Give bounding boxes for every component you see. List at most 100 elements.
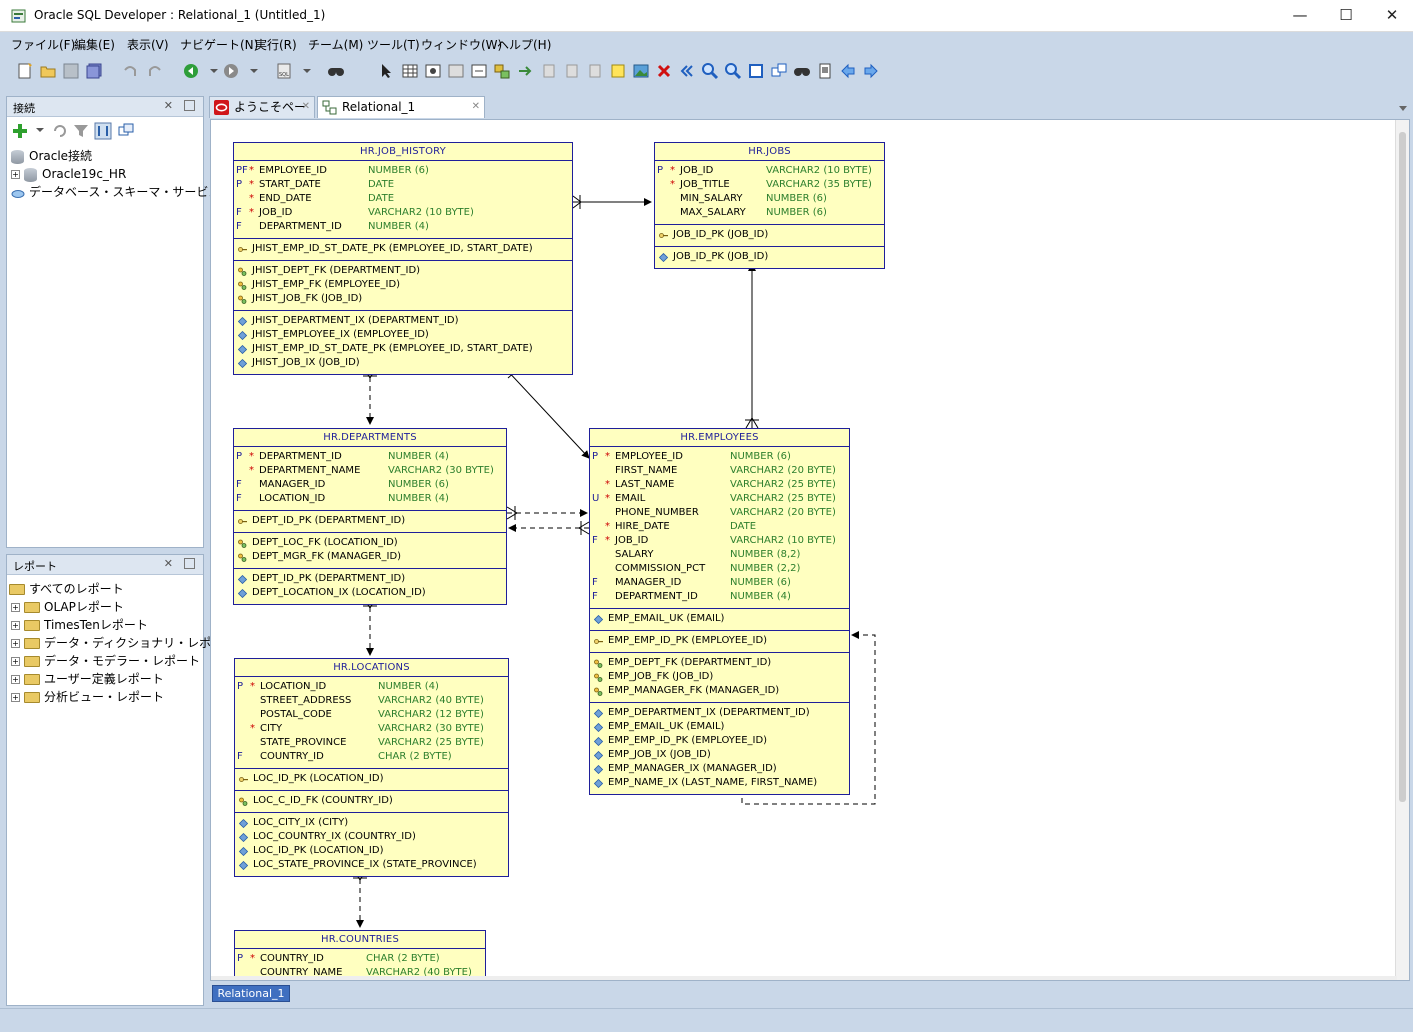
expand-icon[interactable]: +	[11, 639, 20, 648]
expand-icon[interactable]: +	[11, 603, 20, 612]
fit-screen-icon[interactable]	[747, 62, 765, 80]
minimize-panel-icon[interactable]	[184, 100, 195, 111]
schema-browser-icon[interactable]	[94, 122, 112, 140]
relation-jhist-jobs[interactable]	[572, 195, 652, 209]
tree-item-all-reports[interactable]: すべてのレポート	[9, 580, 124, 598]
connect-icon[interactable]	[118, 123, 134, 139]
minimize-button[interactable]: —	[1292, 6, 1308, 24]
back-icon[interactable]	[182, 62, 200, 80]
forward-icon[interactable]	[222, 62, 240, 80]
tree-item-oracle19c-hr[interactable]: +Oracle19c_HR	[11, 165, 126, 183]
sticky-note-icon[interactable]	[609, 62, 627, 80]
menu-file[interactable]: ファイル(F)	[11, 38, 76, 52]
new-icon[interactable]	[16, 62, 34, 80]
tab-welcome[interactable]: ようこそページ ✕	[209, 96, 315, 134]
maximize-button[interactable]: ☐	[1339, 6, 1353, 24]
relation-locations-countries[interactable]	[353, 869, 367, 928]
menu-window[interactable]: ウィンドウ(W)	[421, 38, 503, 52]
tree-item-report[interactable]: +ユーザー定義レポート	[11, 670, 164, 688]
add-connection-icon[interactable]	[12, 123, 28, 139]
merge-table-icon[interactable]	[470, 62, 488, 80]
filter-icon[interactable]	[73, 123, 89, 139]
close-button[interactable]: ✕	[1385, 6, 1399, 24]
expand-icon[interactable]: +	[11, 170, 20, 179]
image-icon[interactable]	[632, 62, 650, 80]
find-icon[interactable]	[793, 62, 811, 80]
expand-icon[interactable]: +	[11, 675, 20, 684]
sql-worksheet-icon[interactable]: SQL	[275, 62, 293, 80]
undo-icon[interactable]	[121, 62, 139, 80]
zoom-in-icon[interactable]	[701, 62, 719, 80]
tab-list-icon[interactable]	[1397, 102, 1409, 114]
menu-run[interactable]: 実行(R)	[255, 38, 297, 52]
find-icon[interactable]	[327, 62, 345, 80]
tree-item-report[interactable]: +TimesTenレポート	[11, 616, 148, 634]
menu-team[interactable]: チーム(M)	[308, 38, 364, 52]
chevron-down-icon[interactable]	[205, 62, 223, 80]
menu-edit[interactable]: 編集(E)	[74, 38, 115, 52]
chevron-down-icon[interactable]	[35, 125, 45, 135]
save-icon[interactable]	[62, 62, 80, 80]
key-flag: F	[236, 221, 242, 232]
tree-item-oracle-connections[interactable]: Oracle接続	[11, 147, 92, 165]
arrow-right-icon[interactable]	[862, 62, 880, 80]
chevron-down-icon[interactable]	[298, 62, 316, 80]
close-icon[interactable]: ✕	[163, 99, 173, 112]
redo-icon[interactable]	[146, 62, 164, 80]
save-all-icon[interactable]	[85, 62, 103, 80]
relation-departments-employees[interactable]	[506, 506, 590, 535]
new-table-icon[interactable]	[401, 62, 419, 80]
split-table-icon[interactable]	[447, 62, 465, 80]
delete-icon[interactable]	[655, 62, 673, 80]
arrow-left-icon[interactable]	[839, 62, 857, 80]
horizontal-scrollbar[interactable]	[211, 976, 1397, 980]
new-view-icon[interactable]	[424, 62, 442, 80]
relation-jhist-employees[interactable]	[504, 367, 590, 459]
bottom-tab-relational[interactable]: Relational_1	[212, 985, 290, 1002]
zoom-out-icon[interactable]	[724, 62, 742, 80]
expand-icon[interactable]: +	[11, 621, 20, 630]
tree-item-report[interactable]: +OLAPレポート	[11, 598, 124, 616]
scrollbar-thumb[interactable]	[1399, 132, 1406, 802]
note-icon[interactable]	[563, 62, 581, 80]
expand-icon[interactable]: +	[11, 693, 20, 702]
new-fk-icon[interactable]	[493, 62, 511, 80]
note-icon[interactable]	[586, 62, 604, 80]
menu-help[interactable]: ヘルプ(H)	[497, 38, 552, 52]
tab-relational[interactable]: Relational_1 (Untitled_1) ✕	[317, 96, 485, 134]
svg-text:SQL: SQL	[279, 72, 289, 78]
minimize-panel-icon[interactable]	[184, 558, 195, 569]
tree-item-report[interactable]: +分析ビュー・レポート	[11, 688, 164, 706]
refresh-icon[interactable]	[52, 123, 68, 139]
menu-tools[interactable]: ツール(T)	[367, 38, 420, 52]
tree-item-db-service[interactable]: データベース・スキーマ・サービス接続	[11, 183, 244, 201]
relation-employees-jobs[interactable]	[745, 263, 759, 429]
tree-item-report[interactable]: +データ・ディクショナリ・レポート	[11, 634, 235, 652]
layout-icon[interactable]	[770, 62, 788, 80]
expand-icon[interactable]: +	[11, 657, 20, 666]
close-icon[interactable]: ✕	[471, 101, 480, 112]
select-pointer-icon[interactable]	[377, 62, 395, 80]
page-icon[interactable]	[816, 62, 834, 80]
collapse-icon[interactable]	[678, 62, 696, 80]
close-icon[interactable]: ✕	[163, 557, 173, 570]
relation-departments-locations[interactable]	[363, 597, 377, 656]
arrow-right-icon[interactable]	[516, 62, 534, 80]
menu-navigate[interactable]: ナビゲート(N)	[180, 38, 259, 52]
tree-item-report[interactable]: +データ・モデラー・レポート	[11, 652, 200, 670]
relation-jhist-departments[interactable]	[363, 367, 377, 425]
note-icon[interactable]	[540, 62, 558, 80]
menu-view[interactable]: 表示(V)	[127, 38, 169, 52]
constraint-row: JHIST_EMP_ID_ST_DATE_PK (EMPLOYEE_ID, ST…	[234, 242, 572, 256]
chevron-down-icon[interactable]	[245, 62, 263, 80]
vertical-scrollbar[interactable]	[1395, 120, 1409, 980]
open-icon[interactable]	[39, 62, 57, 80]
close-icon[interactable]: ✕	[301, 101, 310, 112]
